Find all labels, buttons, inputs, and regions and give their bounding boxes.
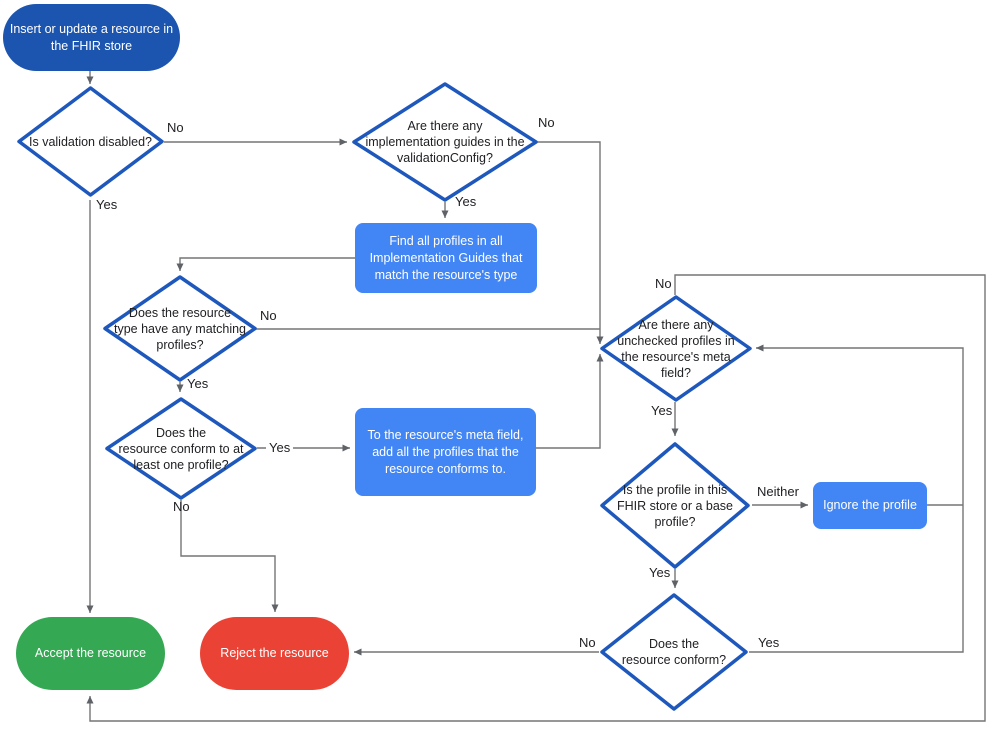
node-resource-conform-label: Does the resource conform? xyxy=(621,637,727,667)
edge-label-matching-yes: Yes xyxy=(187,376,209,391)
node-add-profiles: To the resource's meta field, add all th… xyxy=(355,408,536,496)
diamond-shape xyxy=(600,593,748,711)
diamond-shape xyxy=(600,295,752,402)
node-reject-label: Reject the resource xyxy=(220,646,329,660)
edge-find-to-matching xyxy=(176,257,355,271)
edge-conform-no-to-reject xyxy=(180,500,279,612)
edge-label-conform-one-no: No xyxy=(173,499,190,514)
node-find-profiles: Find all profiles in all Implementation … xyxy=(355,223,537,293)
node-find-profiles-label: Find all profiles in all Implementation … xyxy=(369,233,523,282)
node-start: Insert or update a resource in the FHIR … xyxy=(3,4,180,71)
edge-conform2-yes-loop xyxy=(749,344,964,653)
edge-add-to-unchecked xyxy=(536,354,604,449)
node-matching-profiles-label: Does the resource type have any matching… xyxy=(113,305,247,352)
node-start-label: Insert or update a resource in the FHIR … xyxy=(9,21,174,53)
node-validation-disabled-label: Is validation disabled? xyxy=(29,134,152,149)
diamond-shape xyxy=(600,442,750,569)
node-implementation-guides-label: Are there any implementation guides in t… xyxy=(365,119,525,165)
edge-label-validation-no: No xyxy=(167,120,184,135)
node-unchecked-profiles: Are there any unchecked profiles in the … xyxy=(599,294,753,403)
diamond-shape xyxy=(105,397,257,500)
edge-unchecked-no-to-accept xyxy=(86,274,986,722)
edge-label-conform-one-yes: Yes xyxy=(266,441,294,455)
edge-label-conform2-no: No xyxy=(579,635,596,650)
edge-label-guides-no: No xyxy=(538,115,555,130)
edge-label-conform2-yes: Yes xyxy=(758,635,780,650)
diamond-shape xyxy=(103,275,257,382)
node-reject: Reject the resource xyxy=(200,617,349,690)
node-conform-one: Does the resource conform to at least on… xyxy=(104,396,258,501)
diamond-shape xyxy=(352,82,538,202)
node-ignore-profile: Ignore the profile xyxy=(813,482,927,529)
edge-label-guides-yes: Yes xyxy=(455,194,477,209)
node-accept-label: Accept the resource xyxy=(34,646,147,660)
node-matching-profiles: Does the resource type have any matching… xyxy=(102,274,258,383)
edge-label-validation-yes: Yes xyxy=(96,197,118,212)
node-validation-disabled: Is validation disabled? xyxy=(16,85,165,198)
node-add-profiles-label: To the resource's meta field, add all th… xyxy=(367,427,524,476)
node-resource-conform: Does the resource conform? xyxy=(599,592,749,712)
node-unchecked-profiles-label: Are there any unchecked profiles in the … xyxy=(617,317,735,380)
node-implementation-guides: Are there any implementation guides in t… xyxy=(351,81,539,203)
edge-label-profile-yes: Yes xyxy=(649,565,671,580)
edge-label-unchecked-no: No xyxy=(655,276,672,291)
edge-label-unchecked-yes: Yes xyxy=(651,403,673,418)
edge-guides-no-to-unchecked xyxy=(537,141,604,344)
edge-label-profile-neither: Neither xyxy=(757,484,799,499)
edge-label-matching-no: No xyxy=(260,308,277,323)
node-accept: Accept the resource xyxy=(16,617,165,690)
node-ignore-profile-label: Ignore the profile xyxy=(823,498,917,512)
node-conform-one-label: Does the resource conform to at least on… xyxy=(118,425,244,472)
diamond-shape xyxy=(17,86,164,197)
node-profile-in-store: Is the profile in this FHIR store or a b… xyxy=(599,441,751,570)
node-profile-in-store-label: Is the profile in this FHIR store or a b… xyxy=(616,482,733,529)
